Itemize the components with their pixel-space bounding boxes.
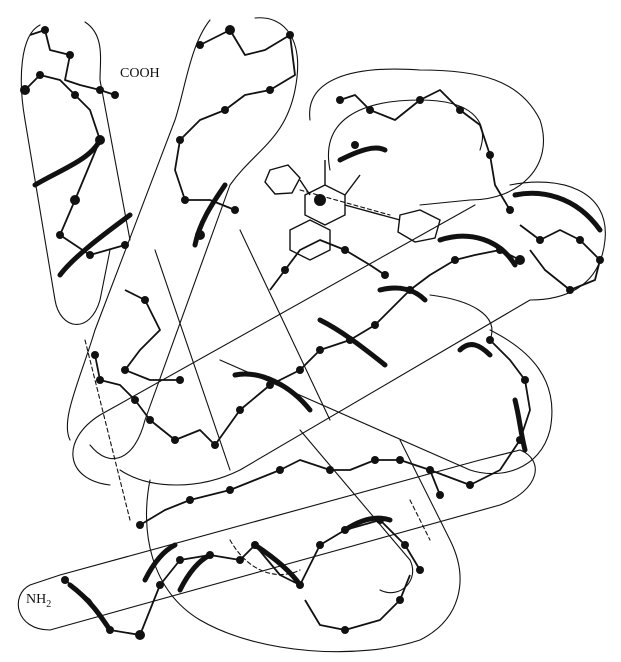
backbone-center-cross: [125, 290, 180, 380]
helix-envelope-h: [300, 430, 413, 593]
n-terminus-label: NH2: [26, 592, 51, 610]
helix-ribbon-h3: [255, 545, 300, 585]
helix-envelope-b: [90, 18, 298, 459]
backbone-helix-d-segment: [215, 250, 520, 445]
backbone-bottom-loop: [305, 575, 410, 630]
helix-envelope-b-left: [67, 20, 210, 440]
helix-envelope-d-lower: [73, 205, 475, 485]
helix-ribbon-c: [340, 148, 385, 160]
helix-envelope-i: [240, 230, 330, 420]
helix-ribbon-d2: [515, 193, 600, 230]
backbone-upper-mid: [175, 30, 295, 210]
helix-envelope-f: [18, 450, 535, 630]
n-terminus-main: NH: [26, 592, 46, 607]
helix-envelope-a-right: [85, 22, 130, 240]
heme-bond-1: [345, 205, 400, 220]
helix-envelope-c: [310, 69, 544, 205]
backbone-lower-right: [430, 340, 530, 485]
n-terminus-subscript: 2: [46, 599, 51, 610]
heme-ring-4: [265, 165, 300, 194]
helix-ribbon-g: [460, 345, 490, 355]
helix-envelope-d: [120, 182, 605, 485]
helix-envelope-a: [21, 25, 110, 324]
helix-envelope-g: [147, 440, 460, 652]
backbone-left-segment: [95, 355, 215, 445]
backbone-mid-segment: [140, 460, 440, 525]
backbone-n-segment: [65, 520, 420, 635]
heme-ring-3: [398, 210, 440, 242]
c-terminus-label: COOH: [120, 66, 160, 82]
heme-bond-4: [345, 175, 360, 195]
heme-ring-1: [305, 185, 345, 225]
backbone-top-left-loop: [30, 30, 115, 95]
dashed-connector-3: [410, 500, 430, 540]
residue-nodes: [20, 25, 604, 640]
helix-ribbon-i: [180, 555, 210, 590]
heme-bond-2: [300, 180, 310, 195]
helix-envelope-e-upper: [430, 295, 492, 340]
